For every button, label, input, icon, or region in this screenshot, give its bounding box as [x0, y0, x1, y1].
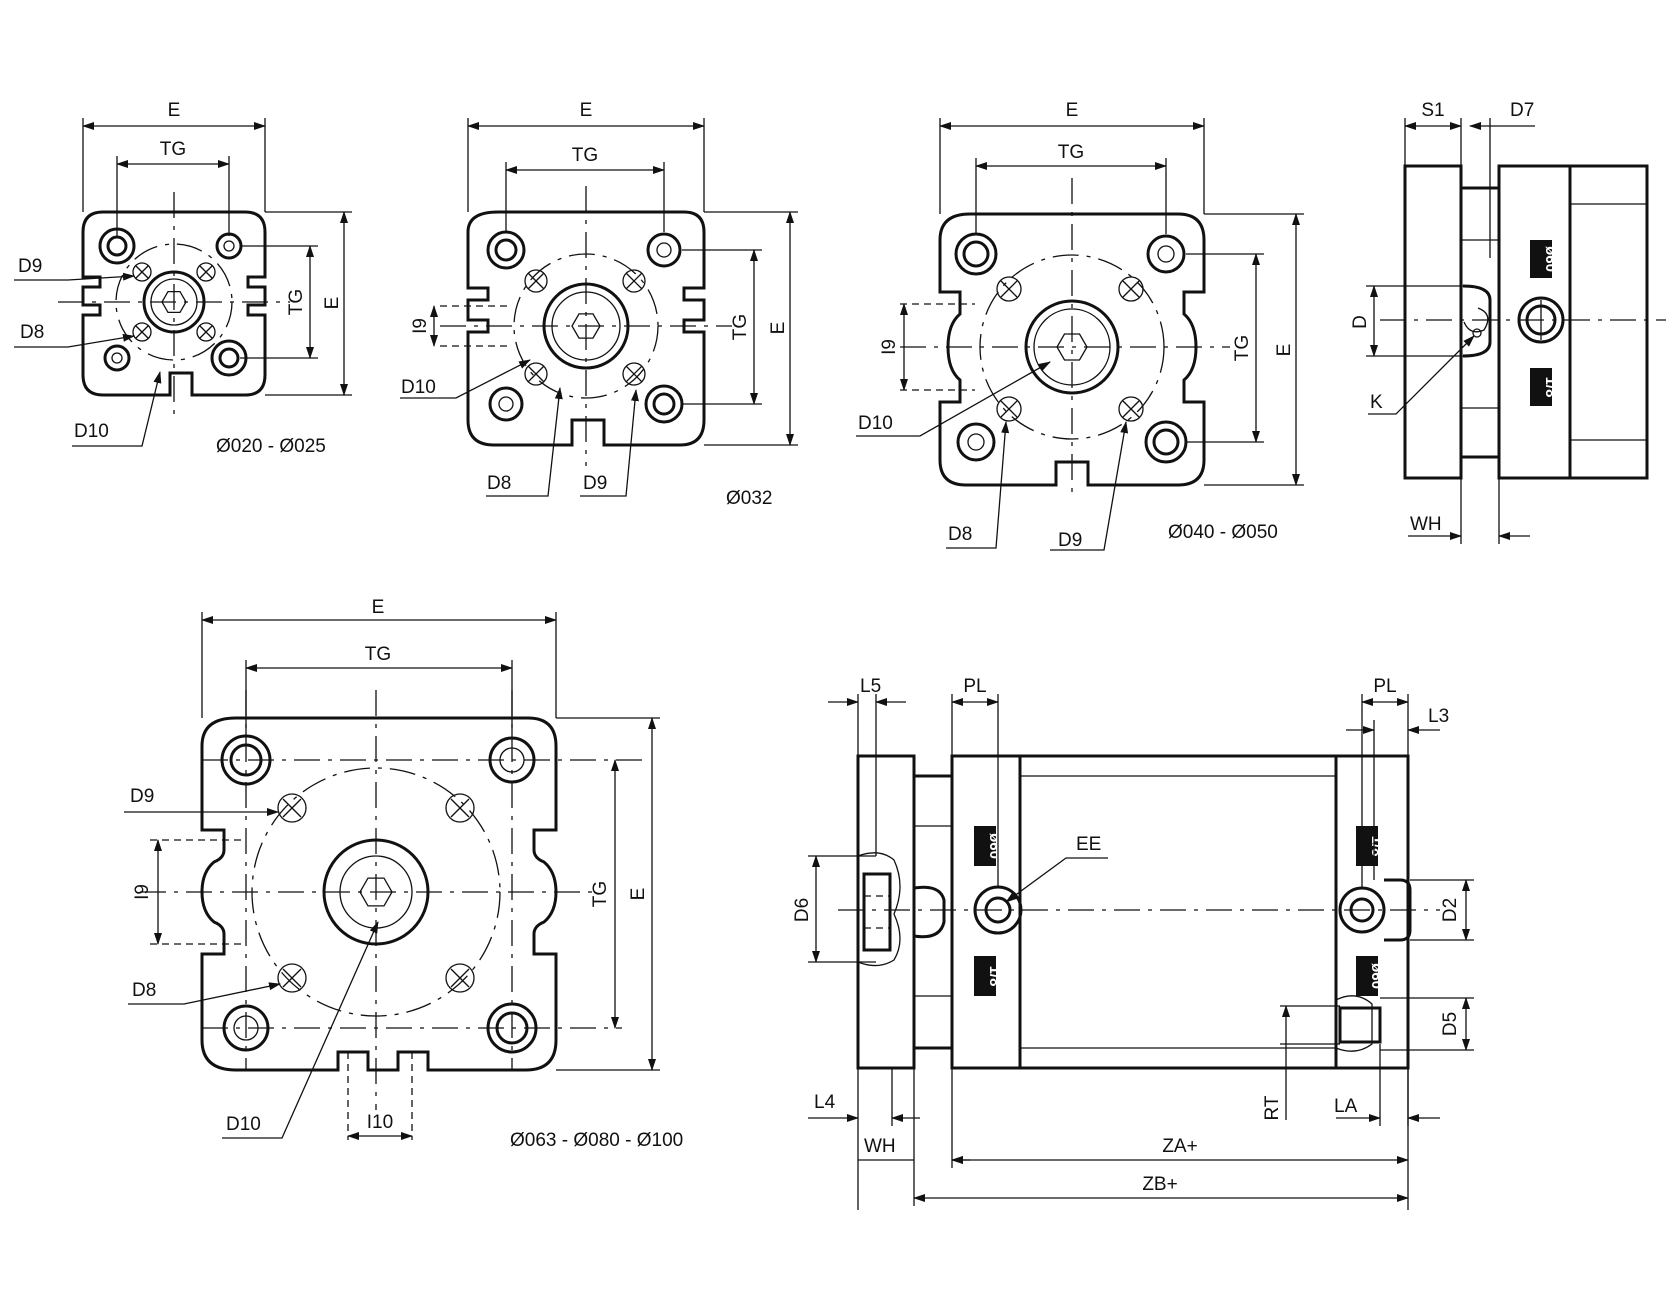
front-view-d32: E TG TG E I9 D10 D8 D9 Ø032 [400, 100, 798, 509]
dim-tg-vertical-label: TG [730, 314, 751, 340]
dim-pl-rear-label: PL [1373, 676, 1396, 697]
dim-i9-label: I9 [132, 884, 153, 900]
dim-l3-label: L3 [1428, 706, 1449, 727]
port-badge-bottom: 1/8 [986, 966, 1003, 987]
dim-e-vertical-label: E [768, 322, 789, 335]
port-badge-top: ø60 [1542, 246, 1559, 272]
dim-la-label: LA [1334, 1096, 1358, 1117]
label-d10: D10 [858, 413, 893, 434]
dim-d7-label: D7 [1510, 100, 1534, 121]
dim-e-label: E [580, 100, 593, 121]
dim-tg-label: TG [160, 139, 186, 160]
size-label-d20-d25: Ø020 - Ø025 [216, 436, 326, 457]
dim-zb-label: ZB+ [1142, 1174, 1177, 1195]
label-ee: EE [1076, 834, 1101, 855]
label-d8: D8 [487, 473, 511, 494]
dim-rt-label: RT [1262, 1095, 1283, 1120]
label-d9: D9 [130, 786, 154, 807]
port-badge-bottom: 1/8 [1542, 377, 1559, 398]
dim-wh-label: WH [864, 1136, 896, 1157]
dim-e-vertical-label: E [322, 297, 343, 310]
dim-e-label: E [372, 597, 385, 618]
port-badge-top: ø60 [986, 833, 1003, 859]
dim-l4-label: L4 [814, 1092, 836, 1113]
dim-tg-label: TG [365, 644, 391, 665]
front-view-d20-d25: E TG TG E D9 D8 D10 Ø020 - Ø025 [14, 100, 352, 457]
port-badge-rear-bottom: ø60 [1368, 963, 1385, 989]
dim-i10-label: I10 [367, 1112, 393, 1133]
dim-d-label: D [1350, 315, 1371, 329]
dim-tg-label: TG [572, 145, 598, 166]
dim-l5-label: L5 [860, 676, 881, 697]
dim-s1-label: S1 [1421, 100, 1444, 121]
dim-d5-label: D5 [1440, 1012, 1461, 1036]
front-view-d40-d50: E TG TG E I9 D10 D8 D9 Ø040 - Ø050 [856, 100, 1304, 551]
label-d9: D9 [18, 256, 42, 277]
label-d9: D9 [583, 473, 607, 494]
label-d10: D10 [226, 1114, 261, 1135]
side-view-small: ø60 1/8 S1 D7 D K WH [1350, 100, 1666, 544]
dim-pl-front-label: PL [963, 676, 986, 697]
label-k: K [1370, 392, 1383, 413]
side-view-large: ø60 1/8 1/8 ø60 L5 PL PL L3 [792, 676, 1474, 1210]
dim-wh-label: WH [1410, 514, 1442, 535]
dim-tg-vertical-label: TG [286, 289, 307, 315]
dim-e-label: E [1066, 100, 1079, 121]
dim-e-label: E [168, 100, 181, 121]
dim-d2-label: D2 [1440, 898, 1461, 922]
size-label-d32: Ø032 [726, 488, 772, 509]
label-d10: D10 [401, 377, 436, 398]
front-view-d63-d100: E TG TG E I9 I10 D9 D8 D10 Ø063 - Ø080 -… [124, 597, 683, 1151]
dim-d6-label: D6 [792, 898, 813, 922]
size-label-d63-d100: Ø063 - Ø080 - Ø100 [510, 1130, 683, 1151]
dim-tg-label: TG [1058, 142, 1084, 163]
dim-i9-label: I9 [879, 339, 900, 355]
dim-tg-vertical-label: TG [1232, 335, 1253, 361]
port-badge-rear-top: 1/8 [1368, 836, 1385, 857]
dim-e-vertical-label: E [1274, 344, 1295, 357]
label-d9: D9 [1058, 530, 1082, 551]
dim-tg-vertical-label: TG [590, 881, 611, 907]
label-d10: D10 [74, 421, 109, 442]
dim-e-vertical-label: E [628, 888, 649, 901]
size-label-d40-d50: Ø040 - Ø050 [1168, 522, 1278, 543]
dim-za-label: ZA+ [1162, 1136, 1197, 1157]
label-d8: D8 [948, 524, 972, 545]
dim-i9-label: I9 [410, 318, 431, 334]
label-d8: D8 [20, 322, 44, 343]
label-d8: D8 [132, 980, 156, 1001]
